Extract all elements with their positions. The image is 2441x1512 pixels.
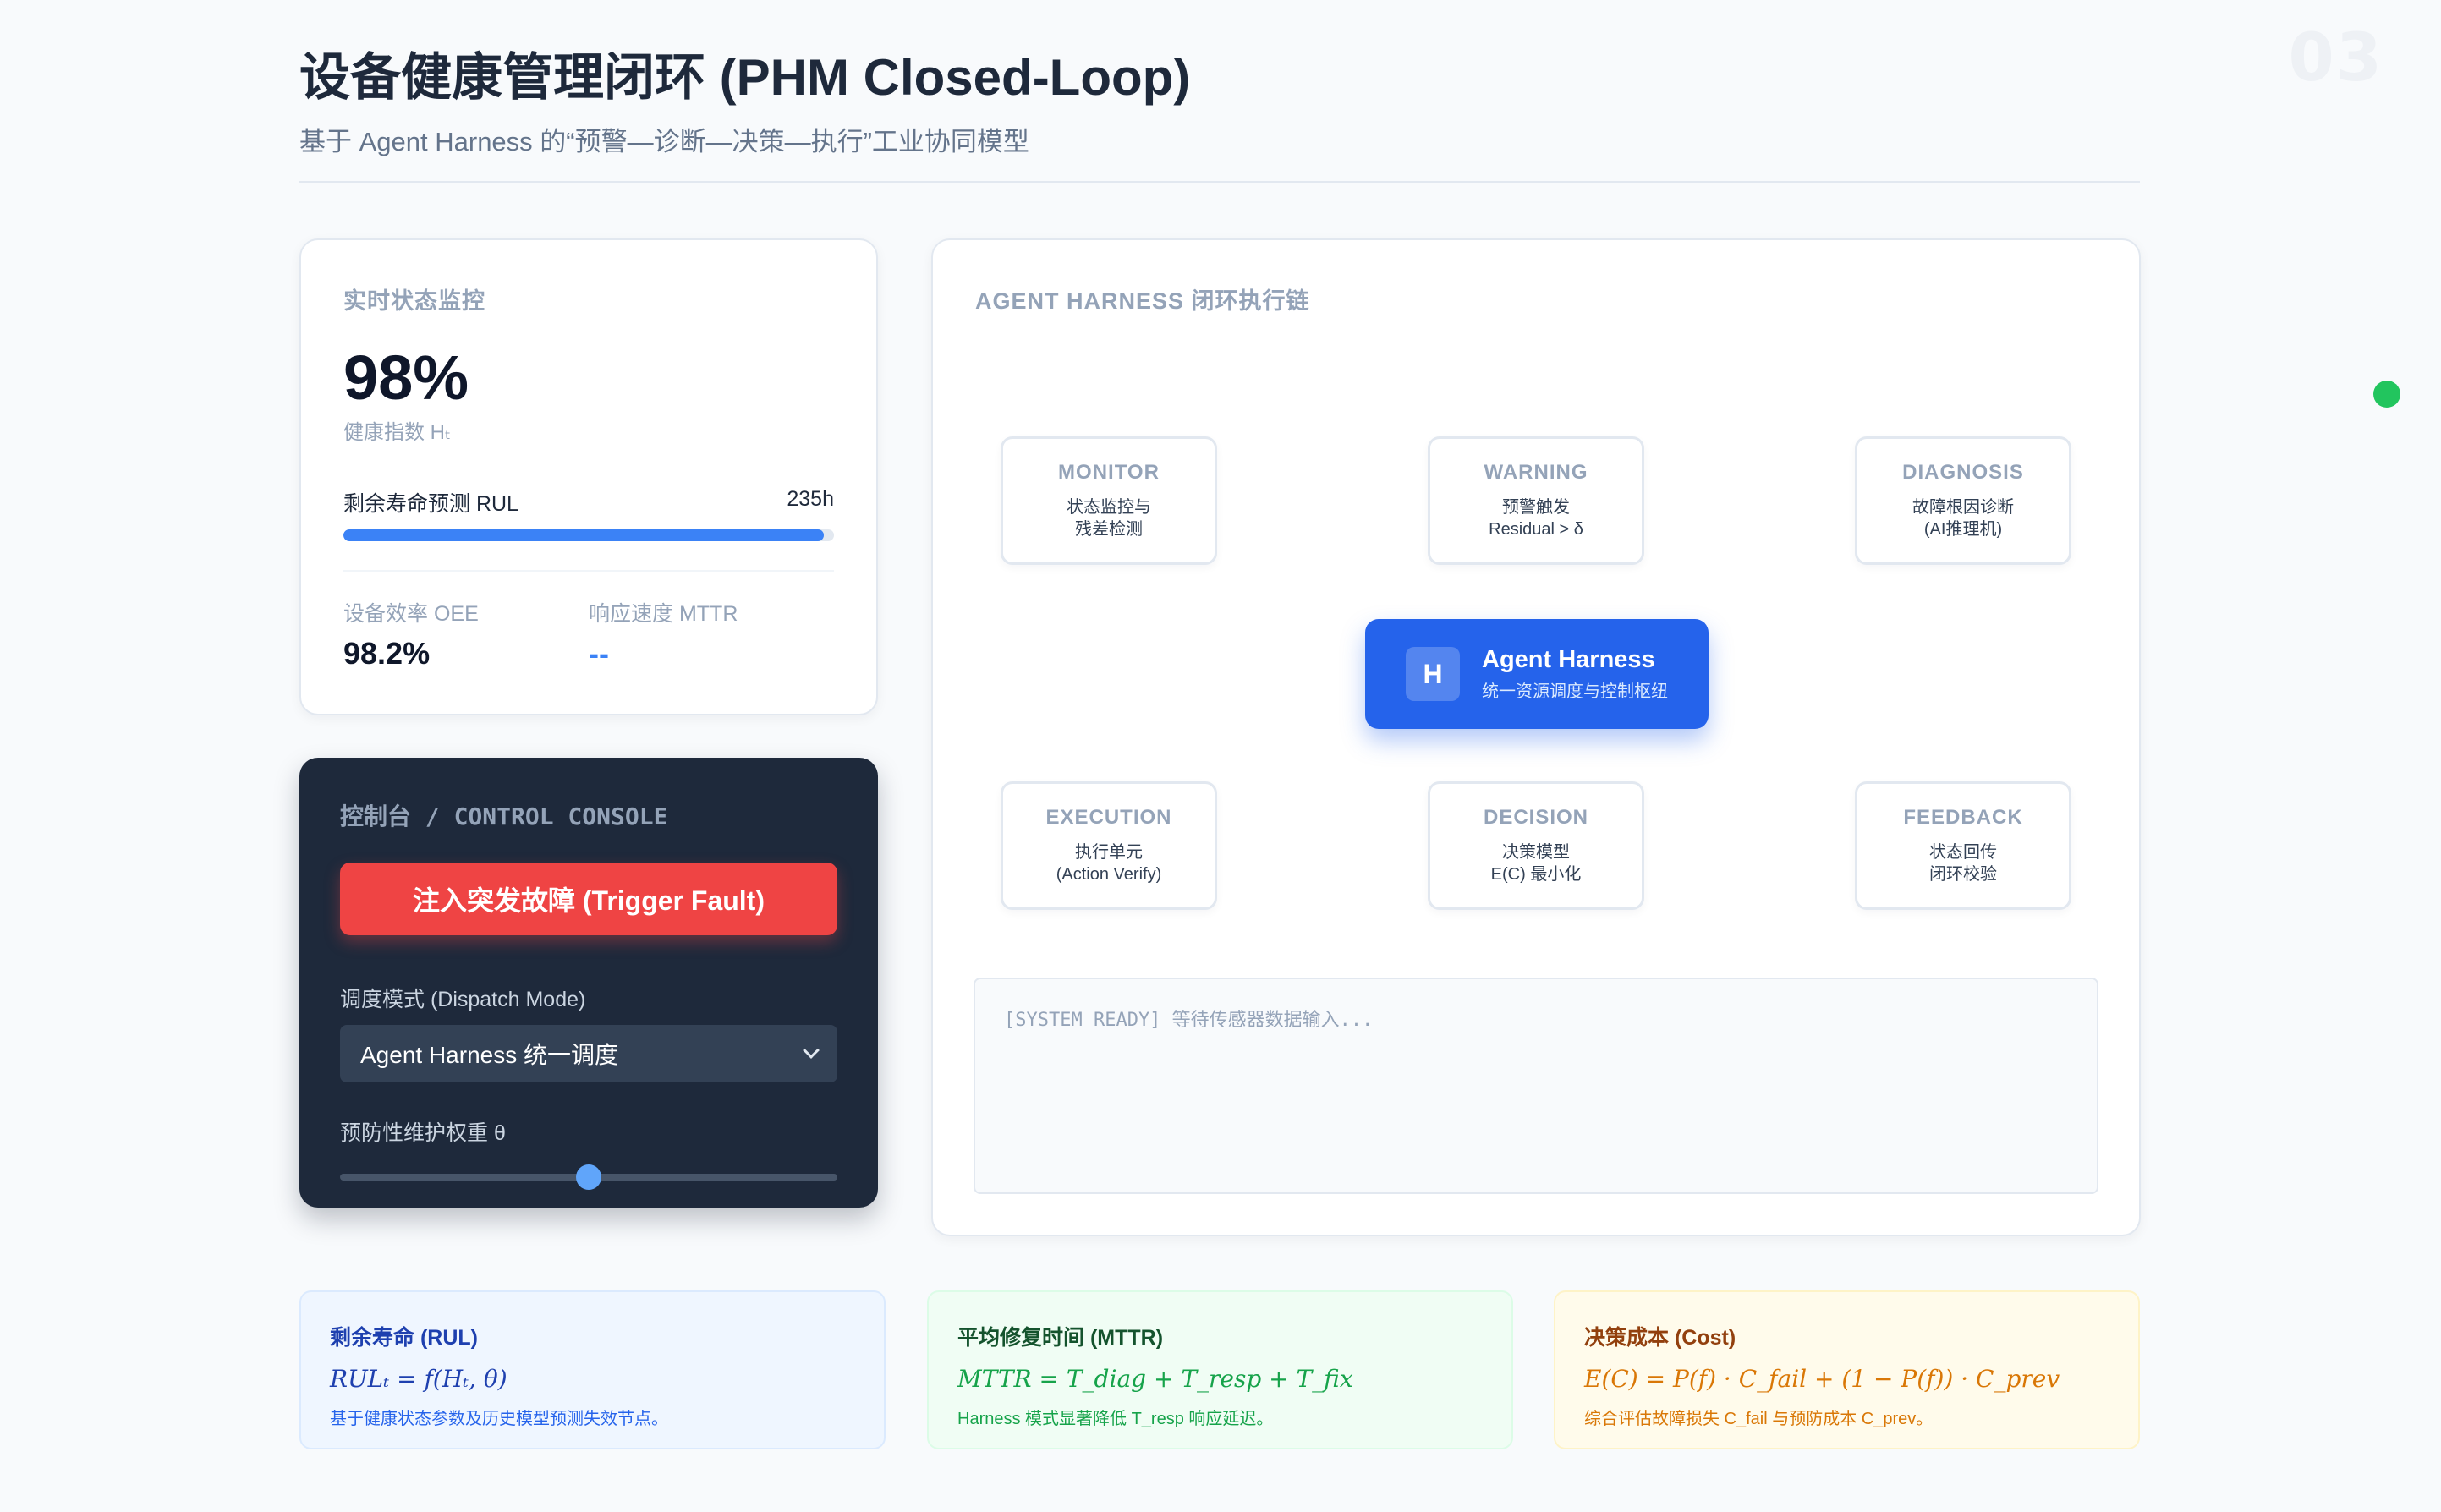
metrics-row: 设备效率 OEE 98.2% 响应速度 MTTR -- [343, 597, 834, 671]
dispatch-mode-value: Agent Harness 统一调度 [360, 1042, 618, 1068]
header: 设备健康管理闭环 (PHM Closed-Loop) 基于 Agent Harn… [299, 46, 2140, 159]
node-title: MONITOR [1058, 461, 1160, 484]
node-monitor[interactable]: MONITOR 状态监控与 残差检测 [1001, 436, 1217, 565]
formula-card-rul: 剩余寿命 (RUL) RULₜ = f(Hₜ, θ) 基于健康状态参数及历史模型… [299, 1290, 886, 1449]
page-number: 03 [2288, 20, 2383, 96]
harness-logo-icon: H [1406, 647, 1460, 701]
health-index-value: 98% [343, 342, 469, 413]
node-feedback[interactable]: FEEDBACK 状态回传 闭环校验 [1855, 781, 2071, 910]
node-desc: 预警触发 Residual > δ [1489, 498, 1583, 539]
node-title: WARNING [1484, 461, 1588, 484]
chain-label: AGENT HARNESS 闭环执行链 [975, 288, 1310, 314]
node-decision[interactable]: DECISION 决策模型 E(C) 最小化 [1428, 781, 1644, 910]
node-title: EXECUTION [1045, 806, 1172, 829]
formula-expression: E(C) = P(f) · C_fail + (1 − P(f)) · C_pr… [1584, 1365, 2060, 1393]
chevron-down-icon [803, 1042, 820, 1059]
agent-harness-hub[interactable]: H Agent Harness 统一资源调度与控制枢纽 [1365, 619, 1709, 729]
status-monitor-card: 实时状态监控 98% 健康指数 Hₜ 剩余寿命预测 RUL 235h 设备效率 … [299, 238, 878, 715]
oee-metric: 设备效率 OEE 98.2% [343, 597, 589, 671]
formula-expression: RULₜ = f(Hₜ, θ) [330, 1365, 507, 1393]
rul-row: 剩余寿命预测 RUL 235h [343, 487, 834, 518]
node-desc: 状态回传 闭环校验 [1929, 843, 1997, 884]
system-log[interactable]: [SYSTEM READY] 等待传感器数据输入... [974, 978, 2098, 1194]
node-desc: 决策模型 E(C) 最小化 [1490, 843, 1582, 884]
health-index-label: 健康指数 Hₜ [343, 421, 452, 444]
mttr-label: 响应速度 MTTR [589, 602, 738, 626]
trigger-fault-button[interactable]: 注入突发故障 (Trigger Fault) [340, 863, 837, 935]
console-title: 控制台 / CONTROL CONSOLE [340, 803, 668, 830]
monitor-divider [343, 570, 834, 572]
formula-title: 决策成本 (Cost) [1584, 1326, 1736, 1350]
maintenance-weight-slider[interactable] [340, 1164, 837, 1190]
node-diagnosis[interactable]: DIAGNOSIS 故障根因诊断 (AI推理机) [1855, 436, 2071, 565]
hub-title: Agent Harness [1482, 646, 1655, 673]
rul-progress-fill [343, 529, 825, 541]
formula-note: 综合评估故障损失 C_fail 与预防成本 C_prev。 [1584, 1410, 1934, 1428]
dispatch-mode-label: 调度模式 (Dispatch Mode) [340, 988, 586, 1011]
formula-title: 剩余寿命 (RUL) [330, 1326, 478, 1350]
monitor-label: 实时状态监控 [343, 288, 485, 314]
oee-label: 设备效率 OEE [343, 602, 479, 626]
slider-thumb[interactable] [576, 1164, 601, 1190]
harness-chain-card: AGENT HARNESS 闭环执行链 MONITOR 状态监控与 残差检测 W… [931, 238, 2141, 1236]
page-subtitle: 基于 Agent Harness 的“预警—诊断—决策—执行”工业协同模型 [299, 127, 1029, 156]
maintenance-weight-label: 预防性维护权重 θ [340, 1121, 506, 1145]
hub-subtitle: 统一资源调度与控制枢纽 [1482, 682, 1668, 701]
header-divider [299, 181, 2140, 183]
formula-note: 基于健康状态参数及历史模型预测失效节点。 [330, 1410, 668, 1428]
formula-card-cost: 决策成本 (Cost) E(C) = P(f) · C_fail + (1 − … [1554, 1290, 2140, 1449]
rul-progress-track [343, 529, 834, 541]
formula-card-mttr: 平均修复时间 (MTTR) MTTR = T_diag + T_resp + T… [927, 1290, 1513, 1449]
log-line: [SYSTEM READY] 等待传感器数据输入... [1004, 1010, 1374, 1031]
node-title: DECISION [1483, 806, 1588, 829]
mttr-value: -- [589, 636, 609, 671]
node-title: FEEDBACK [1903, 806, 2023, 829]
oee-value: 98.2% [343, 636, 431, 671]
node-desc: 状态监控与 残差检测 [1067, 498, 1151, 539]
formula-expression: MTTR = T_diag + T_resp + T_fix [957, 1365, 1353, 1393]
dispatch-mode-select[interactable]: Agent Harness 统一调度 [340, 1025, 837, 1082]
node-title: DIAGNOSIS [1902, 461, 2024, 484]
control-console: 控制台 / CONTROL CONSOLE 注入突发故障 (Trigger Fa… [299, 758, 878, 1208]
formula-title: 平均修复时间 (MTTR) [957, 1326, 1164, 1350]
formula-note: Harness 模式显著降低 T_resp 响应延迟。 [957, 1410, 1274, 1428]
node-warning[interactable]: WARNING 预警触发 Residual > δ [1428, 436, 1644, 565]
page-title: 设备健康管理闭环 (PHM Closed-Loop) [299, 49, 1191, 106]
node-desc: 故障根因诊断 (AI推理机) [1912, 498, 2014, 539]
node-desc: 执行单元 (Action Verify) [1056, 843, 1162, 884]
status-indicator-dot [2373, 381, 2400, 408]
mttr-metric: 响应速度 MTTR -- [589, 597, 834, 671]
rul-label: 剩余寿命预测 RUL [343, 492, 518, 516]
node-execution[interactable]: EXECUTION 执行单元 (Action Verify) [1001, 781, 1217, 910]
rul-value: 235h [787, 487, 834, 511]
